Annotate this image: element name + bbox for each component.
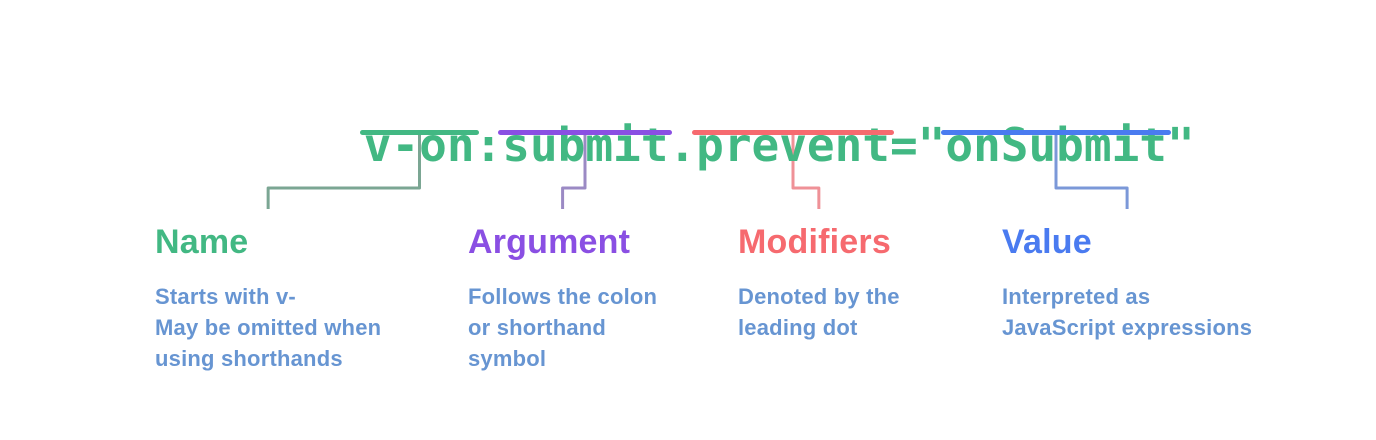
label-title-value: Value: [1002, 223, 1092, 261]
code-segment-argument: submit: [502, 117, 669, 172]
label-description-argument: Follows the colon or shorthand symbol: [468, 283, 658, 371]
label-group-argument: Argument Follows the colon or shorthand …: [468, 222, 657, 374]
code-segment-value: onSubmit: [945, 117, 1167, 172]
underline-bar-modifiers: [692, 130, 894, 135]
underline-bar-argument: [498, 130, 672, 135]
label-title-modifiers: Modifiers: [738, 223, 891, 261]
underline-bar-name: [360, 130, 479, 135]
code-segment-end-quote: ": [1166, 117, 1195, 172]
code-segment-modifiers: prevent: [696, 117, 891, 172]
label-title-name: Name: [155, 223, 249, 261]
code-segment-equals-quote: =": [890, 117, 946, 172]
label-group-name: Name Starts with v- May be omitted when …: [155, 222, 381, 374]
code-segment-dot: .: [668, 117, 697, 172]
code-segment-colon: :: [474, 117, 503, 172]
code-segment-name: v-on: [363, 117, 475, 172]
label-description-value: Interpreted as JavaScript expressions: [1002, 283, 1253, 340]
code-line: v-on:submit.prevent="onSubmit": [253, 66, 1195, 225]
label-description-modifiers: Denoted by the leading dot: [738, 283, 900, 340]
label-title-argument: Argument: [468, 223, 631, 261]
label-description-name: Starts with v- May be omitted when using…: [155, 283, 382, 371]
label-group-modifiers: Modifiers Denoted by the leading dot: [738, 222, 900, 343]
underline-bar-value: [941, 130, 1171, 135]
label-group-value: Value Interpreted as JavaScript expressi…: [1002, 222, 1252, 343]
